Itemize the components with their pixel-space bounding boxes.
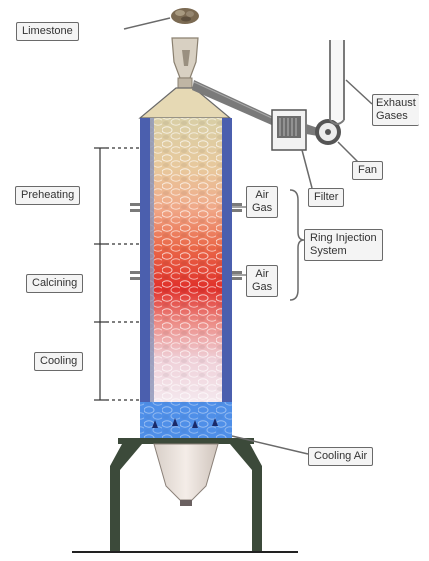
lower-gas-label: Gas	[252, 281, 272, 293]
discharge-cone	[154, 444, 218, 500]
cooling-zone-label: Cooling	[34, 352, 83, 371]
cooling-air-box	[140, 402, 232, 442]
ring-injection-line-1: Ring Injection	[310, 232, 377, 244]
upper-air-label: Air	[255, 189, 268, 201]
ring-injection-system-label: Ring Injection System	[304, 229, 383, 261]
fan-leader-line	[338, 142, 358, 162]
fan-label: Fan	[352, 161, 383, 180]
upper-gas-label: Gas	[252, 202, 272, 214]
cooling-air-label: Cooling Air	[308, 447, 373, 466]
support-plate	[118, 438, 254, 444]
preheating-zone-label: Preheating	[15, 186, 80, 205]
limestone-pile-icon	[171, 8, 199, 24]
exhaust-stack	[330, 40, 344, 124]
exhaust-gases-label: Exhaust Gases	[372, 94, 419, 126]
filter-label: Filter	[308, 188, 344, 207]
lower-air-gas-label: Air Gas	[246, 265, 278, 297]
filter-leader-line	[302, 150, 312, 188]
fan-icon	[315, 119, 341, 145]
kiln-shaft	[140, 118, 232, 406]
lower-air-label: Air	[255, 268, 268, 280]
limestone-leader-line	[124, 18, 170, 29]
limestone-label: Limestone	[16, 22, 79, 41]
ring-injection-bracket	[290, 190, 304, 300]
exhaust-gases-line-2: Gases	[376, 110, 408, 122]
discharge-outlet	[180, 500, 192, 506]
exhaust-leader-line	[346, 80, 372, 104]
filter-unit	[272, 110, 306, 150]
upper-air-gas-label: Air Gas	[246, 186, 278, 218]
exhaust-gases-line-1: Exhaust	[376, 97, 416, 109]
ring-injection-line-2: System	[310, 245, 347, 257]
calcining-zone-label: Calcining	[26, 274, 83, 293]
